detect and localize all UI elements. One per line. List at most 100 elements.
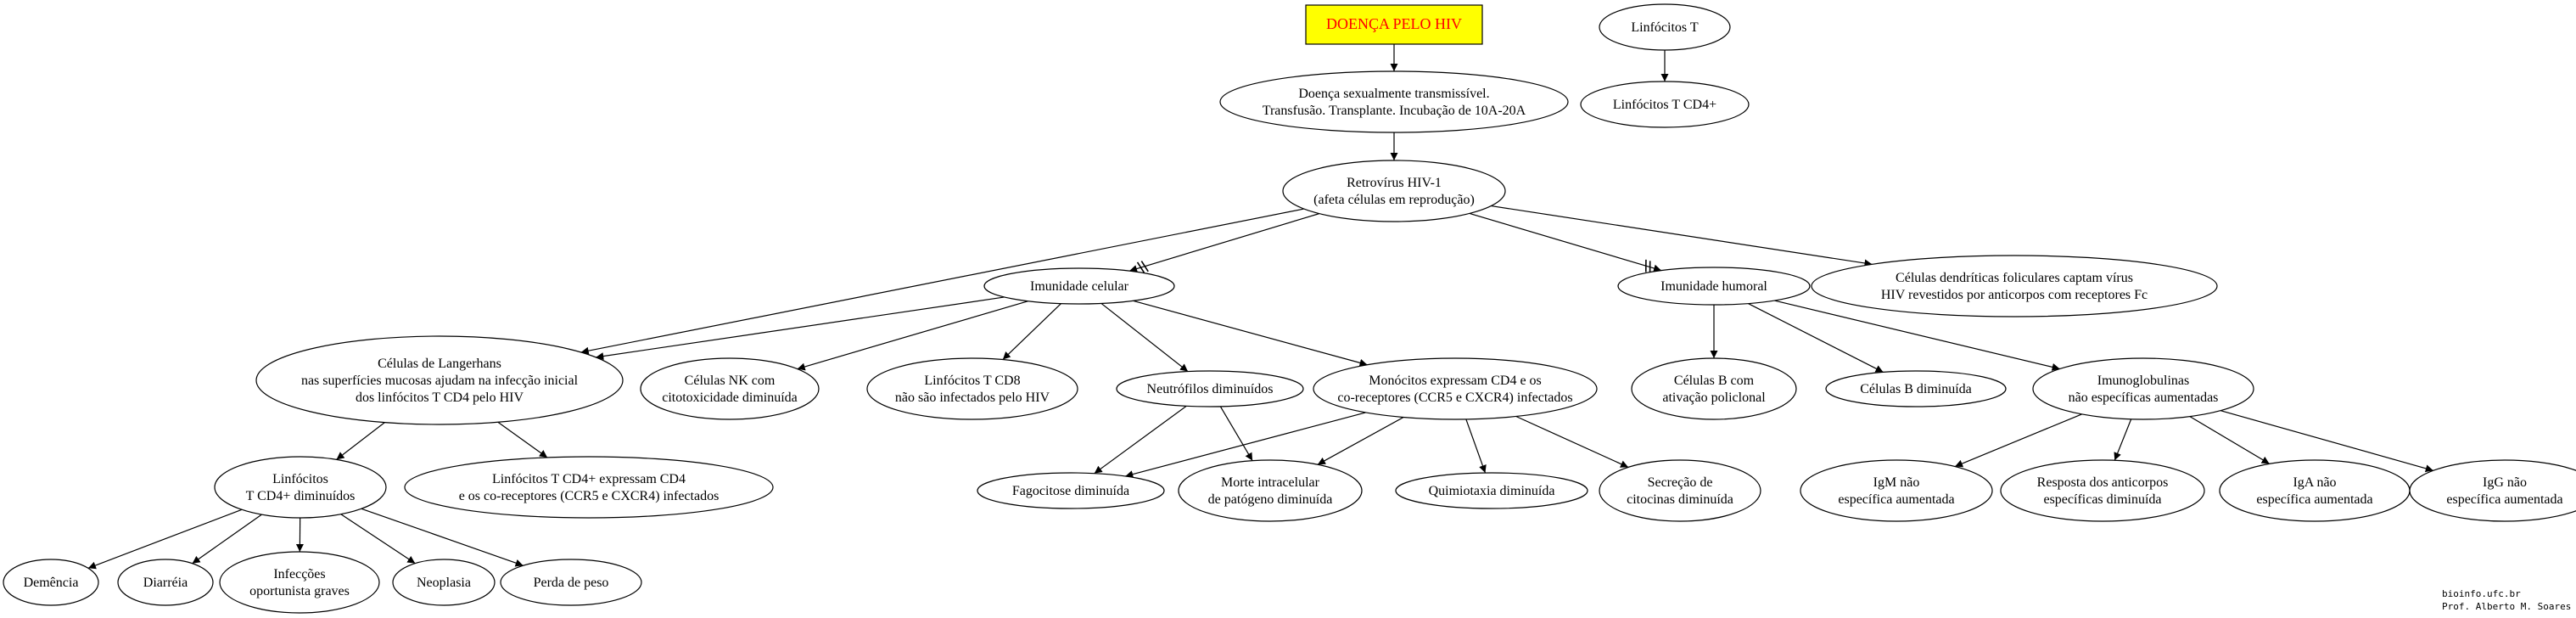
node-cd8: Linfócitos T CD8 não são infectados pelo … <box>866 357 1078 420</box>
credit-author: Prof. Alberto M. Soares <box>2442 601 2571 612</box>
node-resposta-label-1: específicas diminuída <box>2043 492 2161 507</box>
node-resposta: Resposta dos anticorpos específicas dimin… <box>2000 459 2205 522</box>
node-imHum-shape <box>1617 267 1811 306</box>
edge-langerhans-to-cd4exp <box>497 421 548 458</box>
node-cellsB-label-0: Células B com <box>1674 374 1755 388</box>
node-monocitos: Monócitos expressam CD4 e os co-receptore… <box>1313 357 1598 420</box>
node-cellsBdim: Células B diminuída <box>1825 370 2007 407</box>
node-fagocitose-label-0: Fagocitose diminuída <box>1012 484 1129 498</box>
node-secrecao-shape <box>1599 459 1761 522</box>
node-dendriticas-shape <box>1811 255 2218 317</box>
node-nk-shape <box>640 357 820 420</box>
node-morte-label-0: Morte intracelular <box>1221 475 1320 490</box>
node-perda-shape <box>500 559 642 606</box>
node-cellsB-shape <box>1631 357 1797 420</box>
node-langerhans-label-1: nas superfícies mucosas ajudam na infecç… <box>301 374 579 388</box>
node-cellsBdim-label-0: Células B diminuída <box>1860 382 1972 396</box>
node-cd4exp-label-0: Linfócitos T CD4+ expressam CD4 <box>492 472 686 486</box>
node-imHum-label-0: Imunidade humoral <box>1660 279 1767 294</box>
node-morte-shape <box>1178 459 1363 522</box>
edge-imunoglob-to-igm <box>1954 413 2082 468</box>
node-neoplasia: Neoplasia <box>392 559 496 606</box>
node-imunoglob-label-0: Imunoglobulinas <box>2097 374 2189 388</box>
node-doenca: Doença sexualmente transmissível.Transfu… <box>1219 70 1569 133</box>
node-dendriticas: Células dendríticas foliculares captam v… <box>1811 255 2218 317</box>
node-retrovirus-label-1: (afeta células em reprodução) <box>1313 193 1475 207</box>
edge-imHum-to-cellsBdim <box>1748 303 1884 373</box>
node-title-shape <box>1305 4 1483 45</box>
node-doenca-label-1: Transfusão. Transplante. Incubação de 10… <box>1263 104 1526 118</box>
edge-imCel-to-cd8 <box>1002 303 1061 360</box>
node-cellsBdim-shape <box>1825 370 2007 407</box>
node-secrecao-label-1: citocinas diminuída <box>1627 492 1733 507</box>
node-nk-label-0: Células NK com <box>685 374 776 388</box>
edge-imCel-to-monocitos <box>1133 300 1368 367</box>
node-imunoglob-label-1: não específicas aumentadas <box>2069 390 2219 405</box>
edge-neutrofilos-to-morte <box>1219 406 1253 461</box>
node-monocitos-label-0: Monócitos expressam CD4 e os <box>1369 374 1542 388</box>
node-monocitos-label-1: co-receptores (CCR5 e CXCR4) infectados <box>1337 390 1572 405</box>
node-quimiotaxia-shape <box>1395 472 1588 509</box>
edge-imunoglob-to-iga <box>2189 416 2271 464</box>
node-iga-label-0: IgA não <box>2293 475 2336 490</box>
node-nk-label-1: citotoxicidade diminuída <box>662 390 798 405</box>
edge-imCel-to-nk <box>797 301 1028 371</box>
node-retrovirus-label-0: Retrovírus HIV-1 <box>1347 176 1442 190</box>
node-cd8-label-1: não são infectados pelo HIV <box>895 390 1050 405</box>
edge-retrovirus-to-imHum <box>1469 212 1662 272</box>
node-cd4dim-label-1: T CD4+ diminuídos <box>246 489 356 503</box>
credit-site: bioinfo.ufc.br <box>2442 588 2521 599</box>
node-quimiotaxia: Quimiotaxia diminuída <box>1395 472 1588 509</box>
node-cd4dim-shape <box>214 456 387 519</box>
edge-monocitos-to-quimiotaxia <box>1465 419 1487 474</box>
node-igg-shape <box>2409 459 2576 522</box>
node-infeccoes-label-1: oportunista graves <box>249 584 350 598</box>
node-cd8-label-0: Linfócitos T CD8 <box>924 374 1020 388</box>
node-iga-label-1: específica aumentada <box>2256 492 2372 507</box>
node-igm-shape <box>1800 459 1993 522</box>
node-linfCD4-shape <box>1580 81 1750 128</box>
node-neutrofilos-shape <box>1116 370 1304 407</box>
edge-monocitos-to-secrecao <box>1515 415 1629 468</box>
edge-cd4dim-to-demencia <box>87 508 243 570</box>
node-demencia-label-0: Demência <box>24 576 79 590</box>
node-cd4exp: Linfócitos T CD4+ expressam CD4 e os co-r… <box>404 456 774 519</box>
node-linfT-shape <box>1599 3 1731 51</box>
node-cd4exp-label-1: e os co-receptores (CCR5 e CXCR4) infect… <box>459 489 720 503</box>
node-title-label-0: DOENÇA PELO HIV <box>1326 15 1462 32</box>
node-demencia: Demência <box>3 559 99 606</box>
node-infeccoes-shape <box>219 551 380 614</box>
node-cd4dim-label-0: Linfócitos <box>272 472 328 486</box>
node-cd4exp-shape <box>404 456 774 519</box>
node-diarreia-label-0: Diarréia <box>143 576 188 590</box>
node-demencia-shape <box>3 559 99 606</box>
node-neutrofilos-label-0: Neutrófilos diminuídos <box>1147 382 1274 396</box>
node-monocitos-shape <box>1313 357 1598 420</box>
node-igg-label-1: específica aumentada <box>2446 492 2562 507</box>
node-linfT: Linfócitos T <box>1599 3 1731 51</box>
edge-imHum-to-imunoglob <box>1774 300 2060 371</box>
edge-retrovirus-to-dendriticas <box>1491 205 1873 267</box>
node-infeccoes-label-0: Infecções <box>273 567 325 581</box>
node-imHum: Imunidade humoral <box>1617 267 1811 306</box>
node-langerhans-shape <box>255 335 624 425</box>
node-diarreia: Diarréia <box>117 559 214 606</box>
node-resposta-label-0: Resposta dos anticorpos <box>2037 475 2169 490</box>
node-imunoglob-shape <box>2032 357 2254 420</box>
nodes: DOENÇA PELO HIV Doença sexualmente transm… <box>3 3 2576 614</box>
edge-langerhans-to-cd4dim <box>336 422 385 460</box>
node-fagocitose-shape <box>977 472 1165 509</box>
edge-mark-retrovirus-to-imHum <box>1644 259 1651 273</box>
node-imCel: Imunidade celular <box>983 267 1175 305</box>
node-iga: IgA não específica aumentada <box>2219 459 2411 522</box>
edge-cd4dim-to-perda <box>361 508 524 567</box>
node-infeccoes: Infecções oportunista graves <box>219 551 380 614</box>
node-dendriticas-label-1: HIV revestidos por anticorpos com recept… <box>1881 288 2148 302</box>
edge-cd4dim-to-diarreia <box>192 514 262 565</box>
node-perda-label-0: Perda de peso <box>534 576 609 590</box>
edge-mark-retrovirus-to-imCel <box>1136 261 1149 273</box>
